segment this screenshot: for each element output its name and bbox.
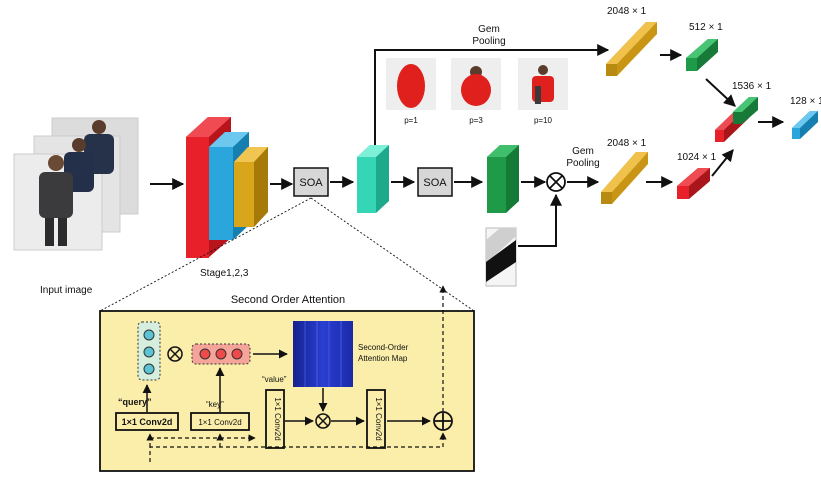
gem-p-thumbnails — [386, 58, 568, 110]
gem-pool-mid-line1: Gem — [572, 146, 594, 157]
p-label-3: p=3 — [469, 116, 483, 125]
gold-vector-top — [606, 22, 657, 76]
query-label: “query” — [118, 397, 152, 407]
key-label: “key” — [206, 400, 224, 409]
green-vector-512 — [686, 39, 718, 71]
conv-value-box — [265, 389, 285, 449]
value-multiply-op — [315, 413, 331, 429]
red-vector-1024 — [677, 168, 710, 199]
gem-pool-top-line1: Gem — [478, 24, 500, 35]
p-label-10: p=10 — [534, 116, 553, 125]
blue-vector-128 — [792, 111, 818, 139]
soa-block — [293, 167, 329, 197]
conv-out-box — [366, 389, 386, 449]
stage-label: Stage1,2,3 — [200, 268, 249, 279]
dim-1024: 1024 × 1 — [677, 152, 717, 163]
dim-128: 128 × 1 — [790, 96, 821, 107]
outer-product-op — [167, 346, 183, 362]
input-image-stack — [13, 117, 139, 251]
map-label-line2: Attention Map — [358, 354, 408, 363]
dim-2048-top: 2048 × 1 — [607, 6, 647, 17]
gem-pool-top-line2: Pooling — [472, 36, 505, 47]
conv-query-label: 1×1 Conv2d — [122, 417, 173, 427]
dim-512: 512 × 1 — [689, 22, 723, 33]
p-label-1: p=1 — [404, 116, 418, 125]
conv-key-box — [190, 412, 250, 431]
dim-2048-mid: 2048 × 1 — [607, 138, 647, 149]
green-feature-block — [487, 145, 519, 213]
conv-out-label: 1×1 Conv2d — [374, 397, 383, 440]
stage-blocks — [186, 117, 268, 258]
multiply-op — [546, 172, 566, 192]
query-vector — [137, 321, 161, 381]
gold-vector-mid — [601, 152, 648, 204]
input-image-label: Input image — [40, 285, 93, 296]
soa-panel — [99, 310, 475, 472]
teal-feature-block — [357, 145, 389, 213]
dim-1536: 1536 × 1 — [732, 81, 772, 92]
gem-pool-mid-line2: Pooling — [566, 158, 599, 169]
soa-block-2 — [417, 167, 453, 197]
soa2-label: SOA — [423, 177, 447, 189]
attention-map — [293, 321, 353, 387]
conv-value-label: 1×1 Conv2d — [273, 397, 282, 440]
conv-query-box — [115, 412, 179, 431]
soa-panel-title: Second Order Attention — [231, 294, 345, 306]
value-label: “value” — [262, 375, 287, 384]
concat-vector-1536 — [715, 97, 758, 142]
conv-key-label: 1×1 Conv2d — [198, 418, 241, 427]
add-op — [433, 411, 453, 431]
map-label-line1: Second-Order — [358, 343, 409, 352]
soa-label: SOA — [299, 177, 323, 189]
mask-image — [485, 227, 517, 287]
key-vector — [191, 343, 251, 365]
